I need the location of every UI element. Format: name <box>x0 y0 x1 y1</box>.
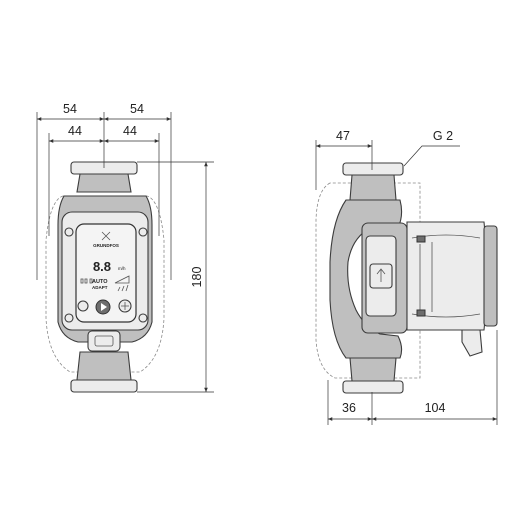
settings-icon <box>121 302 129 310</box>
motor-latch-top <box>416 235 426 243</box>
cable-gland-inner <box>94 335 114 347</box>
motor-end-cap <box>483 225 498 327</box>
screw-top-left <box>64 227 74 237</box>
side-bottom-neck <box>349 357 397 382</box>
screw-top-right <box>138 227 148 237</box>
indicator-light-3 <box>89 278 93 284</box>
curve-icon <box>114 275 130 284</box>
control-panel <box>75 223 137 323</box>
mode-label-auto: AUTO <box>92 279 108 285</box>
screw-bottom-left <box>64 313 74 323</box>
indicator-light-1 <box>80 278 84 284</box>
dim-label-47: 47 <box>336 129 350 143</box>
display-unit: m/h <box>118 266 126 271</box>
front-bottom-neck <box>76 351 132 381</box>
brand-mark: GRUNDFOS <box>93 243 119 248</box>
thread-leader-line <box>403 145 460 167</box>
thread-label: G 2 <box>433 129 453 143</box>
side-view: 47 G 2 36 104 <box>315 129 498 425</box>
button-left-icon <box>77 300 89 312</box>
dim-label-180: 180 <box>190 267 204 288</box>
dim-label-36: 36 <box>342 401 356 415</box>
mode-label-adapt: ADAPT <box>92 285 108 290</box>
play-icon <box>101 303 107 311</box>
cable-gland <box>87 330 121 352</box>
front-view-envelope <box>45 195 165 373</box>
flow-arrow-up-icon <box>376 268 386 282</box>
front-view: GRUNDFOS 8.8 m/h AUTO ADAPT <box>36 102 214 393</box>
display-digits: 8.8 <box>93 259 111 274</box>
side-view-envelope <box>315 182 421 379</box>
motor-latch-bottom <box>416 309 426 317</box>
side-cable-plug <box>461 329 483 357</box>
bar-curve-icon <box>117 284 129 292</box>
dim-label-44-right: 44 <box>123 124 137 138</box>
dim-label-104: 104 <box>425 401 446 415</box>
indicator-light-2 <box>84 278 88 284</box>
dim-label-44-left: 44 <box>68 124 82 138</box>
front-top-neck <box>76 173 132 193</box>
dim-label-54-right: 54 <box>130 102 144 116</box>
side-top-flange <box>342 162 404 176</box>
side-bottom-flange <box>342 380 404 394</box>
screw-bottom-right <box>138 313 148 323</box>
logo-x-icon <box>101 231 111 241</box>
motor-rib-line <box>419 242 433 312</box>
dim-label-54-left: 54 <box>63 102 77 116</box>
side-top-neck <box>349 174 397 201</box>
front-bottom-flange <box>70 379 138 393</box>
